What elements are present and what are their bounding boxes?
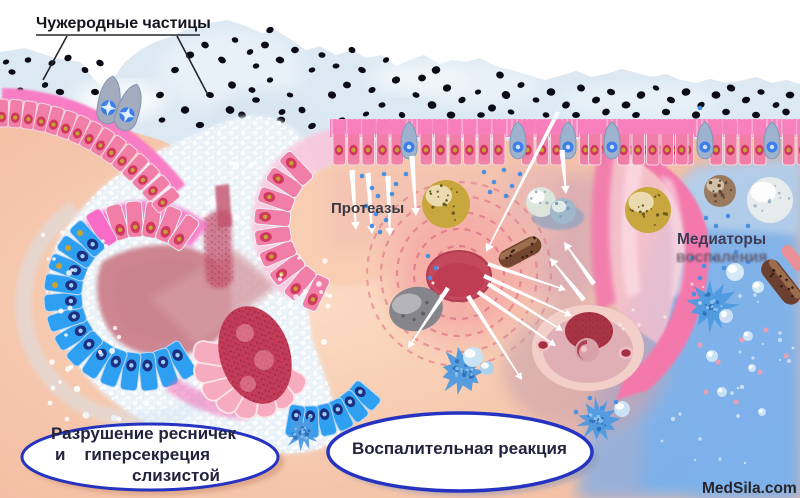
- svg-text:Разрушение ресничек: Разрушение ресничек: [51, 424, 236, 443]
- svg-text:Медиаторы: Медиаторы: [677, 231, 766, 248]
- svg-text:слизистой: слизистой: [132, 466, 220, 485]
- svg-text:Протеазы: Протеазы: [331, 200, 404, 217]
- svg-text:воспаления: воспаления: [676, 249, 767, 266]
- svg-text:Чужеродные частицы: Чужеродные частицы: [36, 15, 211, 32]
- svg-text:Воспалительная реакция: Воспалительная реакция: [352, 439, 567, 458]
- svg-text:и гиперсекреция: и гиперсекреция: [55, 445, 210, 464]
- svg-text:MedSila.com: MedSila.com: [702, 480, 797, 497]
